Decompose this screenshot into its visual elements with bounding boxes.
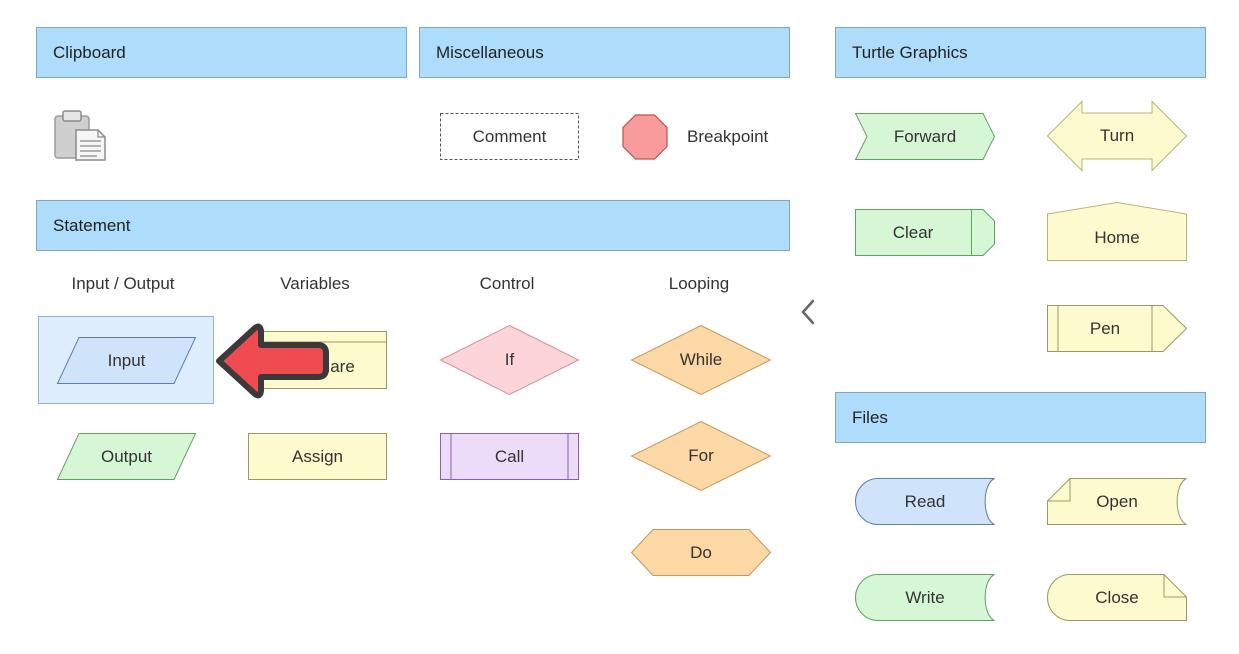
arrow-left-icon bbox=[214, 322, 330, 400]
files-header: Files bbox=[835, 392, 1206, 443]
miscellaneous-header: Miscellaneous bbox=[419, 27, 790, 78]
column-variables: Variables bbox=[280, 274, 350, 293]
close-shape[interactable]: Close bbox=[1047, 574, 1187, 621]
clipboard-header: Clipboard bbox=[36, 27, 407, 78]
clear-shape[interactable]: Clear bbox=[855, 209, 995, 256]
chevron-left-icon[interactable] bbox=[798, 298, 818, 326]
call-shape[interactable]: Call bbox=[440, 433, 579, 480]
if-shape[interactable]: If bbox=[439, 324, 580, 396]
for-shape[interactable]: For bbox=[630, 420, 772, 492]
forward-shape[interactable]: Forward bbox=[854, 113, 996, 160]
breakpoint-label: Breakpoint bbox=[687, 127, 769, 146]
read-shape[interactable]: Read bbox=[855, 478, 995, 525]
while-shape[interactable]: While bbox=[630, 324, 772, 396]
comment-shape[interactable]: Comment bbox=[440, 113, 579, 160]
column-control: Control bbox=[479, 274, 535, 293]
pen-shape[interactable]: Pen bbox=[1047, 305, 1188, 352]
write-shape[interactable]: Write bbox=[855, 574, 995, 621]
assign-shape[interactable]: Assign bbox=[248, 433, 387, 480]
column-looping: Looping bbox=[668, 274, 730, 293]
open-shape[interactable]: Open bbox=[1047, 478, 1187, 525]
home-shape[interactable]: Home bbox=[1047, 201, 1187, 261]
turn-shape[interactable]: Turn bbox=[1046, 100, 1188, 172]
do-shape[interactable]: Do bbox=[630, 529, 772, 576]
clipboard-icon[interactable] bbox=[52, 110, 108, 162]
output-shape[interactable]: Output bbox=[56, 433, 197, 480]
turtle-graphics-header: Turtle Graphics bbox=[835, 27, 1206, 78]
input-shape[interactable]: Input bbox=[56, 337, 197, 384]
statement-header: Statement bbox=[36, 200, 790, 251]
breakpoint-shape[interactable] bbox=[622, 114, 668, 160]
column-input-output: Input / Output bbox=[71, 274, 175, 293]
